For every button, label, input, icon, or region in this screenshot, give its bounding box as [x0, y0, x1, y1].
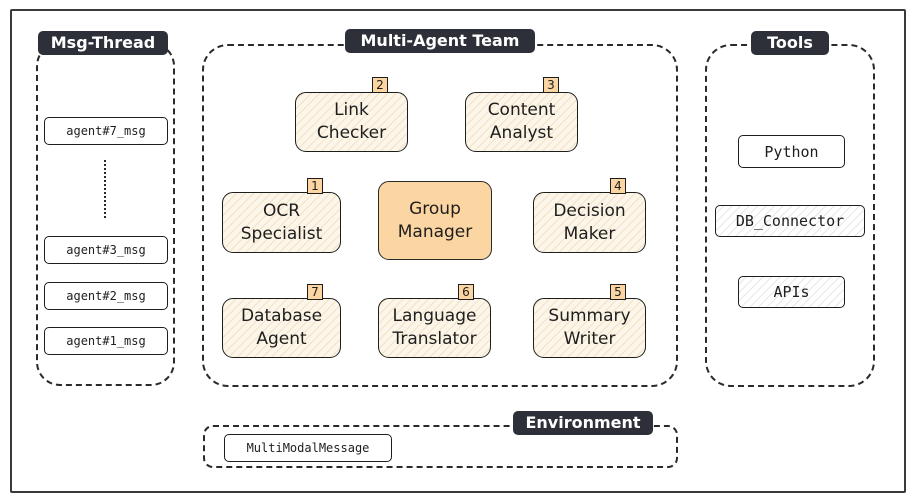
msg-agent3: agent#3_msg: [44, 236, 168, 264]
agent-decision-maker: Decision Maker: [533, 192, 646, 253]
agent-ocr-specialist-order: 1: [307, 178, 323, 194]
environment-message: MultiModalMessage: [224, 434, 392, 462]
agent-summary-writer: Summary Writer: [533, 298, 646, 358]
group-manager-label: Group Manager: [397, 198, 473, 242]
agent-summary-writer-label: Summary Writer: [548, 306, 631, 349]
agent-content-analyst-label: Content Analyst: [487, 100, 556, 143]
agent-content-analyst-order: 3: [543, 77, 559, 93]
agent-summary-writer-order: 5: [610, 284, 626, 300]
agent-database-agent-label: Database Agent: [240, 306, 323, 349]
environment-label: Environment: [513, 411, 653, 435]
diagram-frame: [10, 9, 906, 493]
tool-db-connector: DB_Connector: [715, 205, 865, 237]
agent-database-agent: Database Agent: [222, 298, 341, 358]
agent-language-translator: Language Translator: [378, 298, 491, 358]
tools-label: Tools: [751, 31, 829, 55]
agent-link-checker-order: 2: [372, 77, 388, 93]
tool-python: Python: [738, 135, 845, 168]
msg-agent1: agent#1_msg: [44, 327, 168, 355]
agent-link-checker: Link Checker: [295, 92, 408, 152]
agent-decision-maker-order: 4: [610, 178, 626, 194]
msg-ellipsis-dots: [104, 160, 106, 218]
agent-decision-maker-label: Decision Maker: [553, 200, 626, 244]
team-label: Multi-Agent Team: [345, 29, 535, 53]
agent-language-translator-order: 6: [458, 284, 474, 300]
tool-apis: APIs: [738, 276, 845, 308]
msg-agent2: agent#2_msg: [44, 282, 168, 310]
agent-database-agent-order: 7: [307, 284, 323, 300]
agent-ocr-specialist: OCR Specialist: [222, 192, 341, 253]
msg-agent7: agent#7_msg: [44, 117, 168, 145]
agent-content-analyst: Content Analyst: [465, 92, 578, 152]
agent-ocr-specialist-label: OCR Specialist: [240, 200, 323, 244]
msg-thread-label: Msg-Thread: [38, 31, 168, 55]
environment-region: [203, 425, 678, 468]
agent-language-translator-label: Language Translator: [392, 306, 477, 349]
group-manager: Group Manager: [378, 181, 492, 260]
agent-link-checker-label: Link Checker: [316, 100, 387, 143]
